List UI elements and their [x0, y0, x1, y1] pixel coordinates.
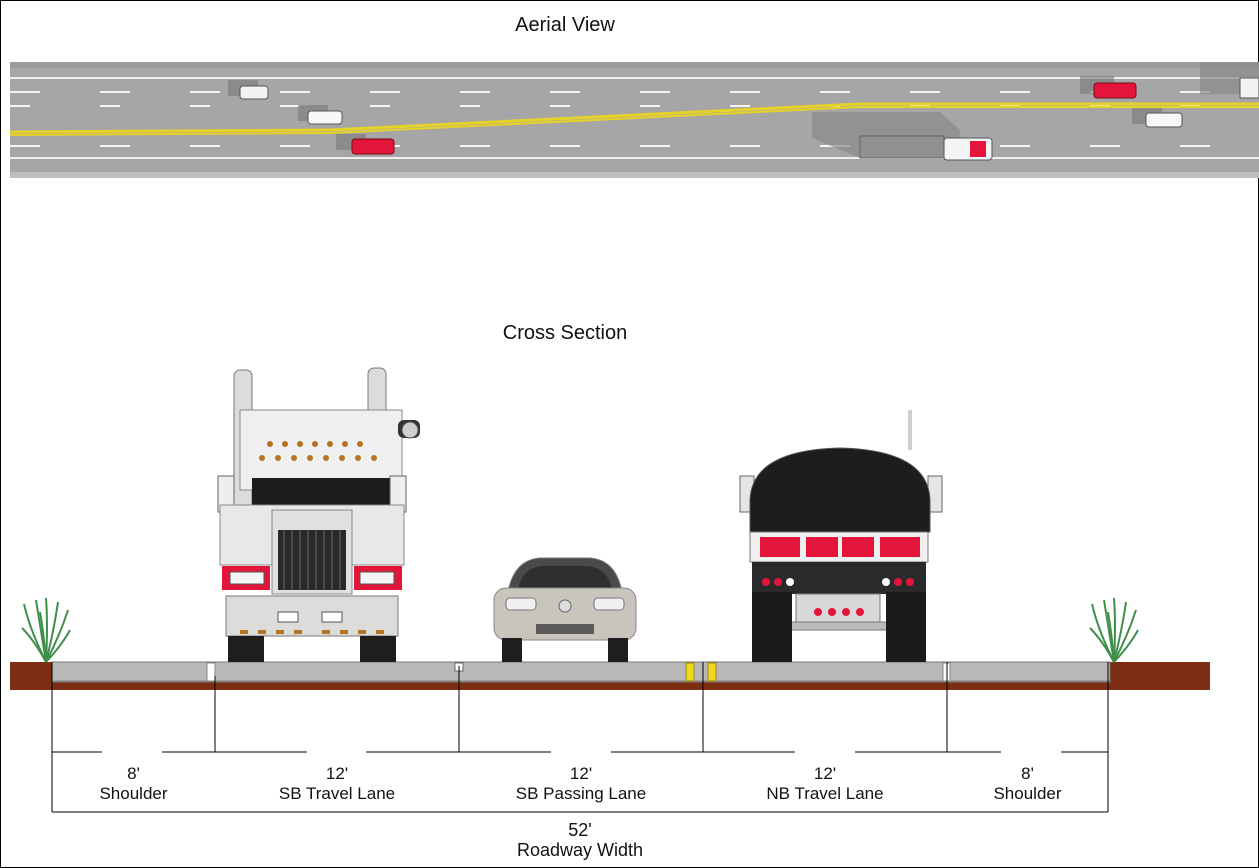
- roadway-cross-section: [10, 661, 1210, 690]
- segment-name: Shoulder: [99, 784, 168, 803]
- segment-width: 12': [813, 764, 837, 783]
- aerial-vehicles: [228, 62, 1259, 161]
- cross-section-title: Cross Section: [502, 322, 628, 344]
- grass-tuft-icon: [21, 597, 71, 663]
- segment-name: SB Travel Lane: [278, 784, 396, 803]
- segment-label-nb-travel-lane: 12' NB Travel Lane: [703, 764, 947, 804]
- segment-width: 12': [569, 764, 593, 783]
- aerial-view-title: Aerial View: [515, 14, 615, 36]
- dimension-lines: [51, 662, 1109, 813]
- segment-width: 12': [325, 764, 349, 783]
- segment-name: Shoulder: [993, 784, 1062, 803]
- total-name: Roadway Width: [516, 840, 644, 860]
- segment-width: 8': [127, 764, 140, 783]
- total-width: 52': [568, 820, 592, 840]
- segment-label-shoulder-right: 8' Shoulder: [947, 764, 1108, 804]
- segment-label-shoulder-left: 8' Shoulder: [52, 764, 215, 804]
- segment-label-sb-travel-lane: 12' SB Travel Lane: [215, 764, 459, 804]
- semi-truck-front-icon: [217, 367, 420, 662]
- sedan-front-icon: [493, 557, 637, 662]
- segment-name: NB Travel Lane: [766, 784, 884, 803]
- segment-name: SB Passing Lane: [515, 784, 647, 803]
- tanker-truck-rear-icon: [739, 410, 943, 662]
- segment-label-sb-passing-lane: 12' SB Passing Lane: [459, 764, 703, 804]
- aerial-road: [9, 62, 1259, 178]
- grass-tuft-icon: [1089, 597, 1139, 663]
- roadway-width-label: 52' Roadway Width: [380, 820, 780, 860]
- segment-width: 8': [1021, 764, 1034, 783]
